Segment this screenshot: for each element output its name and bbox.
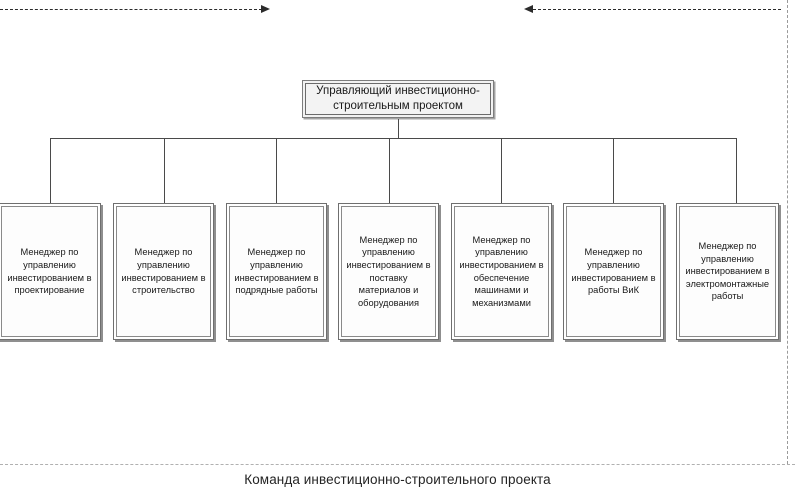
connector-bus (50, 138, 736, 139)
node-manager-5-label-wrap: Менеджер по управлению инвестированием в… (454, 206, 549, 337)
connector-drop-3 (276, 138, 277, 203)
caption-divider (0, 464, 795, 465)
node-manager-4-label: Менеджер по управлению инвестированием в… (346, 234, 431, 308)
node-manager-7[interactable]: Менеджер по управлению инвестированием в… (676, 203, 779, 340)
node-manager-4-label-wrap: Менеджер по управлению инвестированием в… (341, 206, 436, 337)
dimension-arrow-right-icon (261, 5, 270, 13)
connector-drop-2 (164, 138, 165, 203)
node-root-manager[interactable]: Управляющий инвестиционно-строительным п… (302, 80, 494, 118)
node-manager-5[interactable]: Менеджер по управлению инвестированием в… (451, 203, 552, 340)
node-manager-3-label: Менеджер по управлению инвестированием в… (234, 247, 319, 296)
node-manager-5-label: Менеджер по управлению инвестированием в… (459, 234, 544, 308)
node-root-label-wrap: Управляющий инвестиционно-строительным п… (305, 83, 491, 115)
node-manager-2-label-wrap: Менеджер по управлению инвестированием в… (116, 206, 211, 337)
node-manager-1-label-wrap: Менеджер по управлению инвестированием в… (1, 206, 98, 337)
node-manager-1-label: Менеджер по управлению инвестированием в… (7, 247, 92, 296)
dimension-arrow-left-icon (524, 5, 533, 13)
node-root-label: Управляющий инвестиционно-строительным п… (316, 85, 480, 112)
connector-root-stem (398, 119, 399, 139)
node-manager-6[interactable]: Менеджер по управлению инвестированием в… (563, 203, 664, 340)
page-guide-right (787, 0, 788, 464)
diagram-caption: Команда инвестиционно-строительного прое… (244, 472, 551, 487)
node-manager-7-label: Менеджер по управлению инвестированием в… (685, 241, 770, 302)
node-manager-3[interactable]: Менеджер по управлению инвестированием в… (226, 203, 327, 340)
connector-drop-1 (50, 138, 51, 203)
node-manager-2[interactable]: Менеджер по управлению инвестированием в… (113, 203, 214, 340)
connector-drop-7 (736, 138, 737, 203)
connector-drop-6 (613, 138, 614, 203)
node-manager-4[interactable]: Менеджер по управлению инвестированием в… (338, 203, 439, 340)
connector-drop-4 (389, 138, 390, 203)
connector-drop-5 (501, 138, 502, 203)
dimension-line-left (0, 9, 262, 10)
dimension-line-right (533, 9, 781, 10)
node-manager-7-label-wrap: Менеджер по управлению инвестированием в… (679, 206, 776, 337)
node-manager-1[interactable]: Менеджер по управлению инвестированием в… (0, 203, 101, 340)
node-manager-6-label-wrap: Менеджер по управлению инвестированием в… (566, 206, 661, 337)
node-manager-3-label-wrap: Менеджер по управлению инвестированием в… (229, 206, 324, 337)
node-manager-6-label: Менеджер по управлению инвестированием в… (571, 247, 656, 296)
node-manager-2-label: Менеджер по управлению инвестированием в… (121, 247, 206, 296)
